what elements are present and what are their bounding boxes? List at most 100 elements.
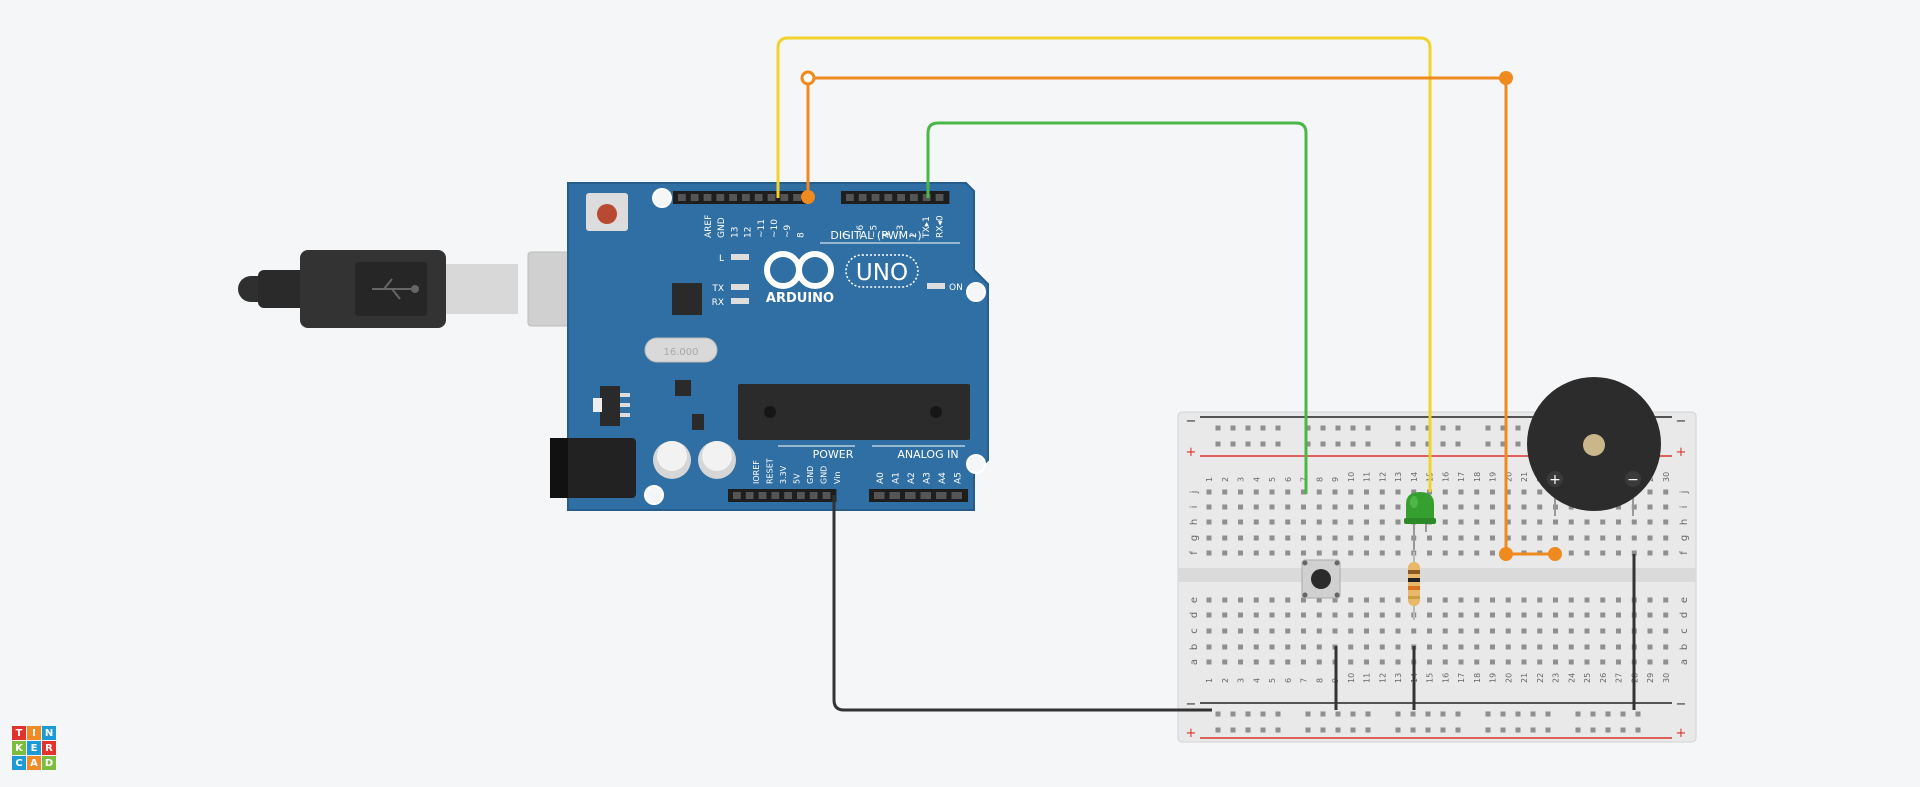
rail-hole[interactable] bbox=[1230, 441, 1236, 447]
breadboard-hole[interactable] bbox=[1348, 628, 1354, 634]
breadboard-hole[interactable] bbox=[1600, 659, 1606, 665]
breadboard-hole[interactable] bbox=[1285, 550, 1291, 556]
rail-hole[interactable] bbox=[1275, 727, 1281, 733]
breadboard-hole[interactable] bbox=[1553, 597, 1558, 603]
rail-hole[interactable] bbox=[1515, 711, 1521, 717]
breadboard-hole[interactable] bbox=[1647, 659, 1653, 665]
pin-socket[interactable] bbox=[935, 194, 944, 201]
breadboard-hole[interactable] bbox=[1253, 519, 1259, 525]
breadboard-hole[interactable] bbox=[1663, 612, 1669, 618]
breadboard-hole[interactable] bbox=[1474, 550, 1480, 556]
breadboard-hole[interactable] bbox=[1379, 628, 1385, 634]
breadboard-hole[interactable] bbox=[1458, 504, 1464, 510]
rail-hole[interactable] bbox=[1395, 425, 1401, 431]
breadboard-hole[interactable] bbox=[1269, 489, 1275, 495]
breadboard-hole[interactable] bbox=[1600, 612, 1606, 618]
rail-hole[interactable] bbox=[1395, 711, 1401, 717]
breadboard-hole[interactable] bbox=[1364, 612, 1369, 618]
breadboard-hole[interactable] bbox=[1348, 550, 1354, 556]
breadboard-hole[interactable] bbox=[1631, 535, 1637, 541]
pin-socket[interactable] bbox=[809, 492, 818, 499]
rail-hole[interactable] bbox=[1500, 727, 1506, 733]
pin-socket[interactable] bbox=[793, 194, 801, 201]
rail-hole[interactable] bbox=[1620, 727, 1626, 733]
breadboard-hole[interactable] bbox=[1238, 504, 1243, 510]
breadboard-hole[interactable] bbox=[1379, 644, 1385, 650]
breadboard-hole[interactable] bbox=[1301, 489, 1306, 495]
breadboard-hole[interactable] bbox=[1427, 535, 1432, 541]
breadboard-hole[interactable] bbox=[1600, 644, 1606, 650]
breadboard-hole[interactable] bbox=[1285, 504, 1291, 510]
pin-socket[interactable] bbox=[729, 194, 737, 201]
breadboard-hole[interactable] bbox=[1521, 504, 1527, 510]
breadboard-hole[interactable] bbox=[1269, 644, 1275, 650]
rail-hole[interactable] bbox=[1350, 711, 1356, 717]
rail-hole[interactable] bbox=[1275, 711, 1281, 717]
breadboard-hole[interactable] bbox=[1238, 659, 1243, 665]
rail-hole[interactable] bbox=[1485, 441, 1491, 447]
rail-hole[interactable] bbox=[1530, 727, 1536, 733]
breadboard-hole[interactable] bbox=[1490, 612, 1495, 618]
breadboard-hole[interactable] bbox=[1568, 644, 1574, 650]
breadboard-hole[interactable] bbox=[1316, 535, 1322, 541]
breadboard-hole[interactable] bbox=[1364, 628, 1369, 634]
rail-hole[interactable] bbox=[1425, 727, 1431, 733]
breadboard-hole[interactable] bbox=[1474, 644, 1480, 650]
rail-hole[interactable] bbox=[1515, 727, 1521, 733]
rail-hole[interactable] bbox=[1440, 441, 1446, 447]
pin-socket[interactable] bbox=[936, 492, 947, 499]
breadboard-hole[interactable] bbox=[1521, 597, 1527, 603]
breadboard-hole[interactable] bbox=[1584, 550, 1590, 556]
breadboard-hole[interactable] bbox=[1238, 535, 1243, 541]
rail-hole[interactable] bbox=[1335, 441, 1341, 447]
rail-hole[interactable] bbox=[1245, 727, 1251, 733]
breadboard-hole[interactable] bbox=[1332, 628, 1338, 634]
breadboard-hole[interactable] bbox=[1316, 550, 1322, 556]
breadboard-hole[interactable] bbox=[1537, 519, 1543, 525]
breadboard-hole[interactable] bbox=[1395, 644, 1401, 650]
breadboard-hole[interactable] bbox=[1631, 504, 1637, 510]
breadboard-hole[interactable] bbox=[1442, 644, 1448, 650]
breadboard-hole[interactable] bbox=[1206, 504, 1212, 510]
breadboard-hole[interactable] bbox=[1222, 597, 1228, 603]
rail-hole[interactable] bbox=[1335, 425, 1341, 431]
breadboard-hole[interactable] bbox=[1348, 659, 1354, 665]
breadboard-hole[interactable] bbox=[1584, 644, 1590, 650]
breadboard-hole[interactable] bbox=[1379, 612, 1385, 618]
breadboard-hole[interactable] bbox=[1316, 612, 1322, 618]
breadboard-hole[interactable] bbox=[1631, 519, 1637, 525]
rail-hole[interactable] bbox=[1485, 727, 1491, 733]
breadboard-hole[interactable] bbox=[1616, 535, 1621, 541]
wire-bend-point[interactable] bbox=[800, 70, 816, 86]
breadboard-hole[interactable] bbox=[1568, 612, 1574, 618]
breadboard-hole[interactable] bbox=[1537, 628, 1543, 634]
breadboard-hole[interactable] bbox=[1490, 644, 1495, 650]
pin-socket[interactable] bbox=[716, 194, 725, 201]
pin-socket[interactable] bbox=[745, 492, 754, 499]
rail-hole[interactable] bbox=[1395, 441, 1401, 447]
breadboard-hole[interactable] bbox=[1616, 628, 1621, 634]
wire-green[interactable] bbox=[926, 121, 1308, 494]
rail-hole[interactable] bbox=[1335, 711, 1341, 717]
breadboard-hole[interactable] bbox=[1301, 550, 1306, 556]
breadboard-hole[interactable] bbox=[1458, 628, 1464, 634]
rail-hole[interactable] bbox=[1575, 711, 1581, 717]
rail-hole[interactable] bbox=[1590, 711, 1596, 717]
breadboard-hole[interactable] bbox=[1568, 535, 1574, 541]
breadboard-hole[interactable] bbox=[1269, 628, 1275, 634]
breadboard-hole[interactable] bbox=[1427, 659, 1432, 665]
breadboard-hole[interactable] bbox=[1364, 659, 1369, 665]
breadboard-hole[interactable] bbox=[1458, 612, 1464, 618]
breadboard-hole[interactable] bbox=[1616, 519, 1621, 525]
rail-hole[interactable] bbox=[1275, 441, 1281, 447]
breadboard-hole[interactable] bbox=[1427, 628, 1432, 634]
breadboard-hole[interactable] bbox=[1332, 504, 1338, 510]
breadboard-hole[interactable] bbox=[1395, 550, 1401, 556]
rail-hole[interactable] bbox=[1440, 711, 1446, 717]
wire-endpoint[interactable] bbox=[801, 190, 815, 204]
breadboard-hole[interactable] bbox=[1490, 659, 1495, 665]
rail-hole[interactable] bbox=[1545, 711, 1551, 717]
pin-socket[interactable] bbox=[797, 492, 805, 499]
breadboard-hole[interactable] bbox=[1647, 504, 1653, 510]
